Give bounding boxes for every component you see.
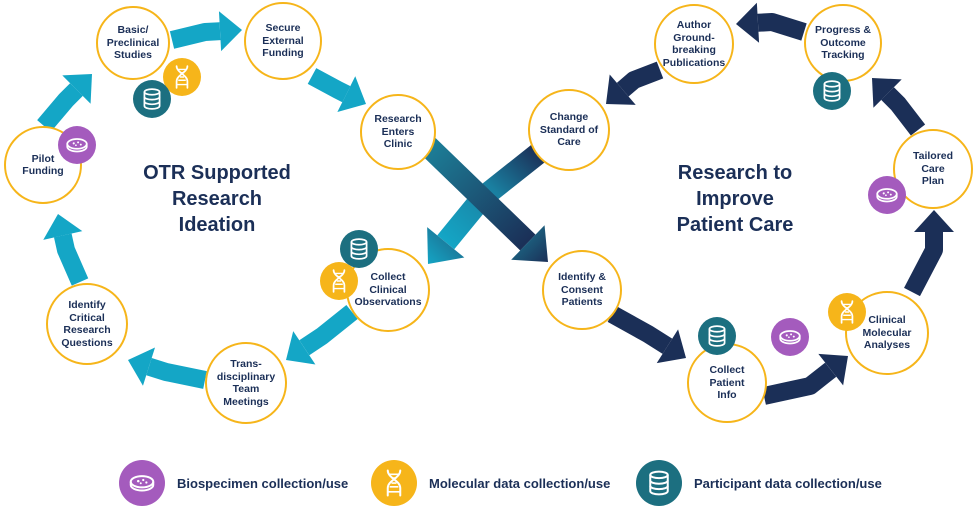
node-change-standard: Change Standard of Care: [528, 89, 610, 171]
arrow-tailored-to-progress: [872, 78, 926, 136]
arrow-pilot-to-basic: [37, 74, 92, 132]
legend-molecular: Molecular data collection/use: [371, 460, 610, 506]
node-progress-tracking: Progress & Outcome Tracking: [804, 4, 882, 82]
legend-participant: Participant data collection/use: [636, 460, 882, 506]
database-icon: [636, 460, 682, 506]
legend-label: Molecular data collection/use: [429, 475, 611, 491]
arrow-progress-to-author: [736, 2, 807, 43]
petri-dish-icon: [771, 318, 809, 356]
database-icon: [133, 80, 171, 118]
node-tailored-care: Tailored Care Plan: [893, 129, 973, 209]
left-loop-title: OTR Supported Research Ideation: [143, 162, 291, 236]
arrow-author-to-change: [606, 61, 664, 105]
dna-icon: [371, 460, 417, 506]
node-basic-preclinical: Basic/ Preclinical Studies: [96, 6, 170, 80]
arrow-clinic-to-consent: [420, 138, 548, 262]
database-icon: [340, 230, 378, 268]
petri-dish-icon: [868, 176, 906, 214]
database-icon: [813, 72, 851, 110]
arrow-consent-to-patient-info: [607, 306, 686, 364]
legend-biospecimen: Biospecimen collection/use: [119, 460, 348, 506]
petri-dish-icon: [119, 460, 165, 506]
right-loop-title: Research to Improve Patient Care: [676, 162, 794, 236]
dna-icon: [320, 262, 358, 300]
arrow-funding-to-clinic: [307, 68, 366, 113]
arrow-observations-to-team: [286, 304, 358, 365]
node-identify-consent: Identify & Consent Patients: [542, 250, 622, 330]
node-team-meetings: Trans- disciplinary Team Meetings: [205, 342, 287, 424]
dna-icon: [163, 58, 201, 96]
legend-label: Biospecimen collection/use: [177, 475, 349, 491]
arrow-molecular-to-tailored: [904, 210, 954, 297]
node-collect-patient-info: Collect Patient Info: [687, 343, 767, 423]
petri-dish-icon: [58, 126, 96, 164]
node-secure-funding: Secure External Funding: [244, 2, 322, 80]
database-icon: [698, 317, 736, 355]
node-research-enters-clinic: Research Enters Clinic: [360, 94, 436, 170]
arrow-questions-to-pilot: [43, 214, 89, 286]
dna-icon: [828, 293, 866, 331]
node-author-publications: Author Ground- breaking Publications: [654, 4, 734, 84]
arrow-basic-to-funding: [169, 11, 242, 52]
arrow-team-to-questions: [128, 347, 207, 389]
legend-label: Participant data collection/use: [694, 475, 882, 491]
node-identify-questions: Identify Critical Research Questions: [46, 283, 128, 365]
flow-arrows: [37, 2, 954, 405]
arrow-patient-info-to-molecular: [762, 353, 848, 405]
